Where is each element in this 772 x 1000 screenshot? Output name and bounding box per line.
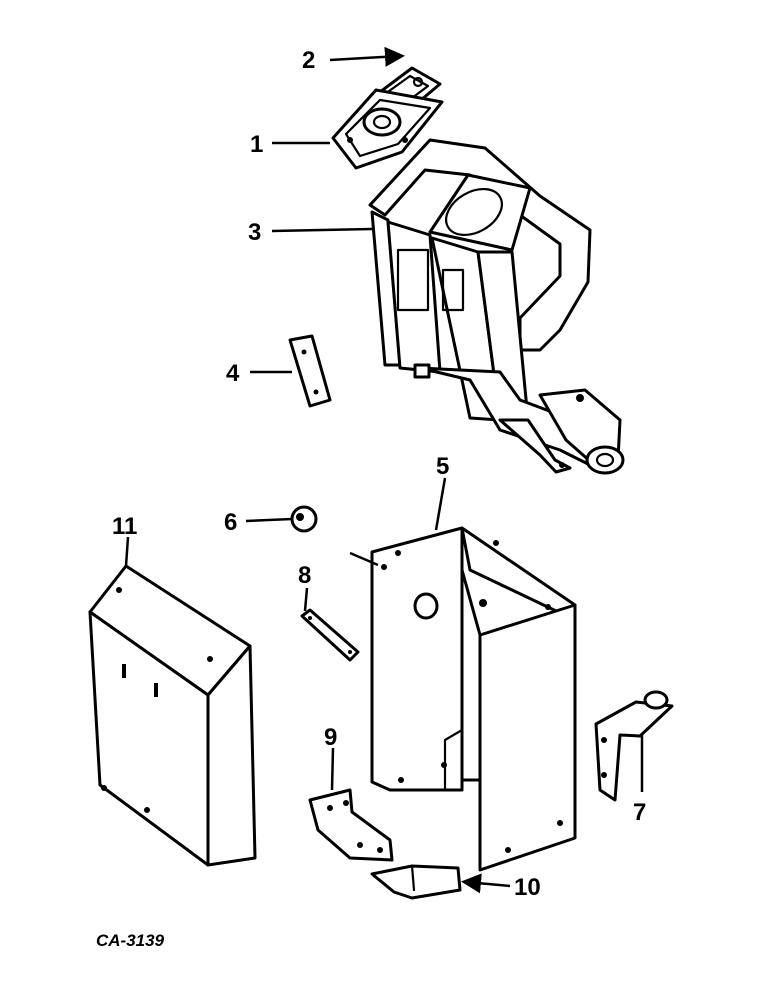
part-3-bracket-frame xyxy=(368,138,625,475)
drawing-code: CA-3139 xyxy=(96,931,165,950)
callout-2: 2 xyxy=(302,47,315,74)
part-7-angle-bracket xyxy=(594,690,674,802)
callout-7: 7 xyxy=(633,799,646,826)
callout-3: 3 xyxy=(248,219,261,246)
part-8-strap xyxy=(300,608,360,662)
callout-6: 6 xyxy=(224,509,237,536)
part-10-small-bracket xyxy=(370,864,462,900)
part-5-shield-housing xyxy=(349,526,577,872)
callout-4: 4 xyxy=(226,360,240,387)
callout-5: 5 xyxy=(436,453,449,480)
part-6-plug xyxy=(290,505,318,533)
part-9-lower-bracket xyxy=(308,788,394,862)
part-1-gasket-plate xyxy=(331,88,444,170)
part-11-cover-box xyxy=(88,564,257,867)
part-4-small-plate xyxy=(288,334,332,408)
leader-lines xyxy=(124,46,644,894)
callout-11: 11 xyxy=(112,513,137,540)
callout-8: 8 xyxy=(298,562,311,589)
callout-1: 1 xyxy=(250,131,263,158)
callout-10: 10 xyxy=(514,874,541,901)
callout-9: 9 xyxy=(324,724,337,751)
